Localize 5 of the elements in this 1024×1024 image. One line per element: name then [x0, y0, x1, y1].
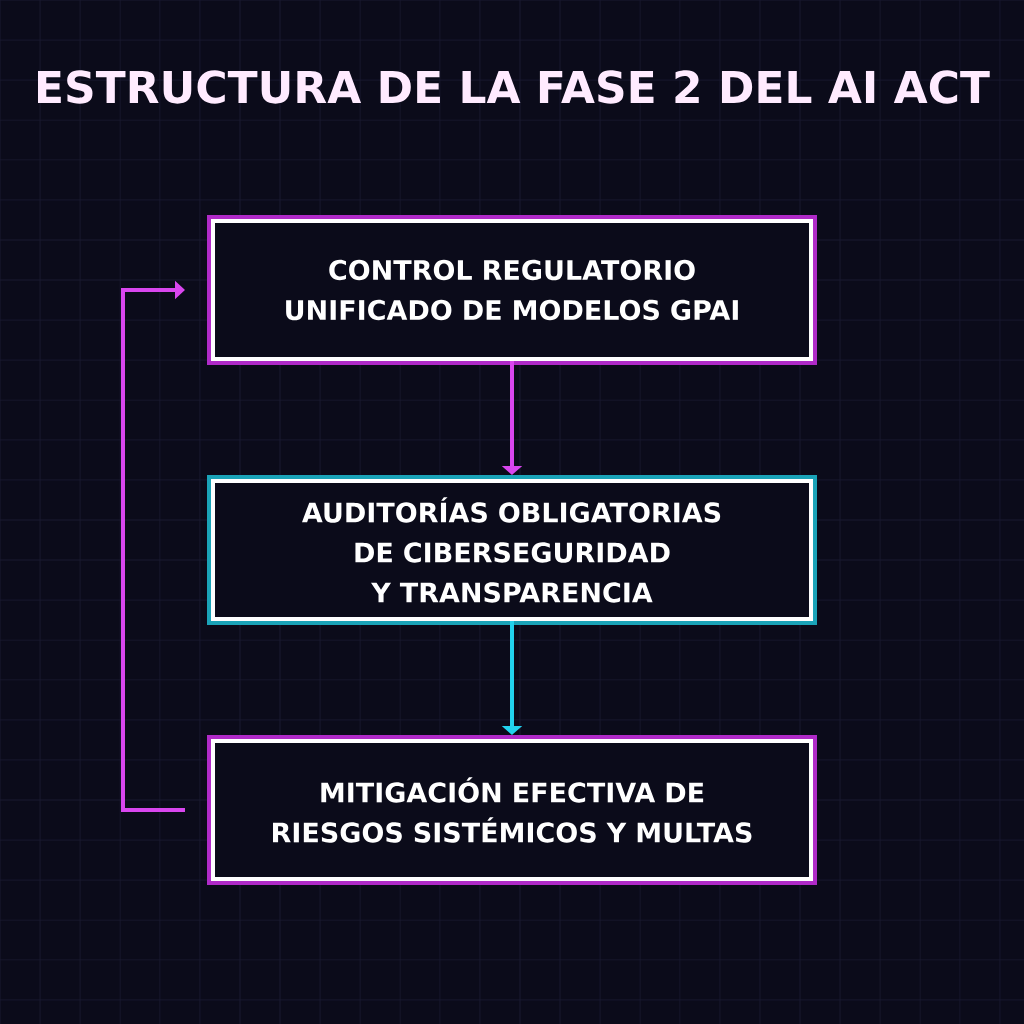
process-box: AUDITORÍAS OBLIGATORIAS DE CIBERSEGURIDAD Y TRANSPARENCIA [207, 475, 817, 625]
process-box: MITIGACIÓN EFECTIVA DE RIESGOS SISTÉMICOS Y MULTAS [207, 735, 817, 885]
process-box: CONTROL REGULATORIO UNIFICADO DE MODELOS GPAI [207, 215, 817, 365]
arrow [121, 280, 185, 812]
title: ESTRUCTURA DE LA FASE 2 DEL AI ACT [38, 70, 990, 104]
